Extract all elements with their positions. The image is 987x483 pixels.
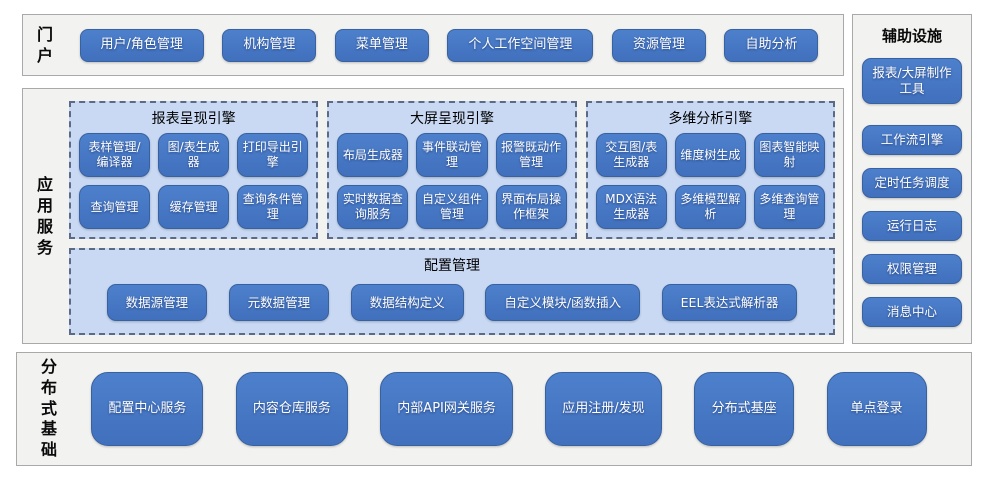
portal-node-org: 机构管理 <box>222 28 317 62</box>
engine-node: 报警既动作管理 <box>495 133 567 177</box>
aux-node-report-tools: 报表/大屏制作工具 <box>862 58 962 104</box>
app-services-label: 应用服务 <box>36 174 53 258</box>
portal-node-workspace: 个人工作空间管理 <box>447 28 594 62</box>
config-node-metadata: 元数据管理 <box>228 284 330 321</box>
foundation-layer: 分布式基础 配置中心服务 内容仓库服务 内部API网关服务 应用注册/发现 分布… <box>16 352 972 466</box>
aux-node-scheduler: 定时任务调度 <box>862 168 962 198</box>
foundation-label: 分布式基础 <box>40 357 57 460</box>
engine-node: 多维查询管理 <box>753 185 825 229</box>
aux-node-runlog: 运行日志 <box>862 211 962 241</box>
base-node-content-repo: 内容仓库服务 <box>235 372 348 446</box>
config-node-datastruct: 数据结构定义 <box>350 284 464 321</box>
portal-node-row: 用户/角色管理 机构管理 菜单管理 个人工作空间管理 资源管理 自助分析 <box>55 28 843 62</box>
engine-node: 查询管理 <box>79 185 151 229</box>
engine-node: 多维模型解析 <box>674 185 746 229</box>
engine-node: 交互图/表生成器 <box>595 133 667 177</box>
report-engine-grid: 表样管理/编译器 图/表生成器 打印导出引擎 查询管理 缓存管理 查询条件管理 <box>79 133 309 229</box>
aux-node-message-center: 消息中心 <box>862 297 962 327</box>
olap-engine-title: 多维分析引擎 <box>668 111 753 127</box>
aux-node-workflow: 工作流引擎 <box>862 125 962 155</box>
engine-node: MDX语法生成器 <box>595 185 667 229</box>
config-node-eel-parser: EEL表达式解析器 <box>661 284 798 321</box>
olap-engine-grid: 交互图/表生成器 维度树生成 图表智能映射 MDX语法生成器 多维模型解析 多维… <box>595 133 825 229</box>
report-engine-panel: 报表呈现引擎 表样管理/编译器 图/表生成器 打印导出引擎 查询管理 缓存管理 … <box>69 101 319 239</box>
engine-node: 图/表生成器 <box>158 133 230 177</box>
engine-node: 表样管理/编译器 <box>79 133 151 177</box>
bigscreen-engine-panel: 大屏呈现引擎 布局生成器 事件联动管理 报警既动作管理 实时数据查询服务 自定义… <box>327 101 577 239</box>
base-node-app-registry: 应用注册/发现 <box>545 372 662 446</box>
foundation-node-row: 配置中心服务 内容仓库服务 内部API网关服务 应用注册/发现 分布式基座 单点… <box>59 372 959 446</box>
portal-node-resource: 资源管理 <box>611 28 706 62</box>
config-management-title: 配置管理 <box>424 258 480 274</box>
app-services-layer: 应用服务 报表呈现引擎 表样管理/编译器 图/表生成器 打印导出引擎 查询管理 … <box>22 88 844 344</box>
base-node-api-gateway: 内部API网关服务 <box>380 372 513 446</box>
config-node-datasource: 数据源管理 <box>106 284 208 321</box>
engine-node: 缓存管理 <box>158 185 230 229</box>
portal-layer-label: 门户 <box>36 24 53 65</box>
aux-node-permission: 权限管理 <box>862 254 962 284</box>
engine-node: 打印导出引擎 <box>237 133 309 177</box>
engine-node: 界面布局操作框架 <box>495 185 567 229</box>
base-node-sso: 单点登录 <box>826 372 927 446</box>
base-node-distributed-base: 分布式基座 <box>694 372 795 446</box>
engine-node: 图表智能映射 <box>753 133 825 177</box>
portal-node-menu: 菜单管理 <box>334 28 429 62</box>
engine-node: 自定义组件管理 <box>416 185 488 229</box>
auxiliary-column: 辅助设施 报表/大屏制作工具 工作流引擎 定时任务调度 运行日志 权限管理 消息… <box>852 14 972 344</box>
base-node-config-center: 配置中心服务 <box>91 372 204 446</box>
engine-node: 事件联动管理 <box>416 133 488 177</box>
engine-node: 维度树生成 <box>674 133 746 177</box>
portal-layer: 门户 用户/角色管理 机构管理 菜单管理 个人工作空间管理 资源管理 自助分析 <box>22 14 844 76</box>
engine-node: 布局生成器 <box>337 133 409 177</box>
olap-engine-panel: 多维分析引擎 交互图/表生成器 维度树生成 图表智能映射 MDX语法生成器 多维… <box>585 101 835 239</box>
portal-node-selfservice: 自助分析 <box>724 28 819 62</box>
portal-node-user-role: 用户/角色管理 <box>79 28 204 62</box>
engine-node: 查询条件管理 <box>237 185 309 229</box>
bigscreen-engine-grid: 布局生成器 事件联动管理 报警既动作管理 实时数据查询服务 自定义组件管理 界面… <box>337 133 567 229</box>
engine-node: 实时数据查询服务 <box>337 185 409 229</box>
config-node-row: 数据源管理 元数据管理 数据结构定义 自定义模块/函数插入 EEL表达式解析器 <box>79 280 825 325</box>
report-engine-title: 报表呈现引擎 <box>151 111 236 127</box>
config-management-panel: 配置管理 数据源管理 元数据管理 数据结构定义 自定义模块/函数插入 EEL表达… <box>69 248 835 335</box>
auxiliary-title: 辅助设施 <box>881 27 942 45</box>
engines-row: 报表呈现引擎 表样管理/编译器 图/表生成器 打印导出引擎 查询管理 缓存管理 … <box>69 101 835 239</box>
bigscreen-engine-title: 大屏呈现引擎 <box>409 111 494 127</box>
config-node-custom-module: 自定义模块/函数插入 <box>485 284 641 321</box>
app-services-content: 报表呈现引擎 表样管理/编译器 图/表生成器 打印导出引擎 查询管理 缓存管理 … <box>55 89 843 343</box>
